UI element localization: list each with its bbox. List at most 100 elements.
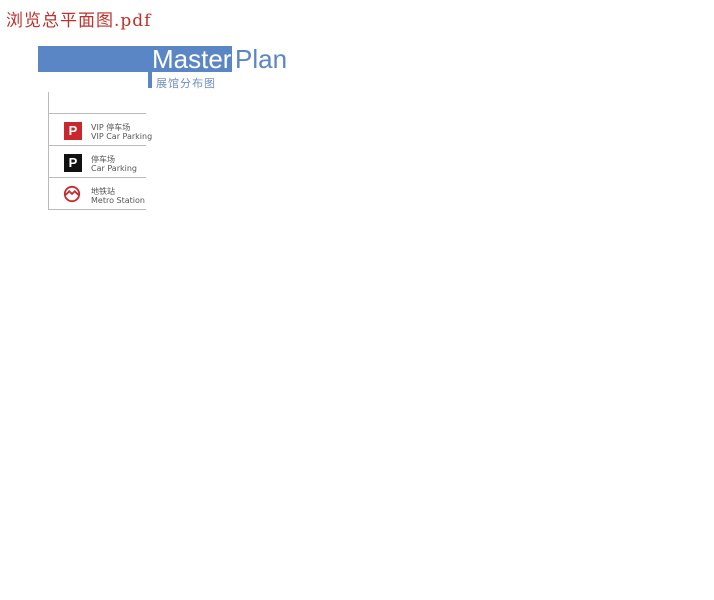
road-label-ying-hua: 樱花路 Ying Hua Road [176,401,224,408]
loading-bay-label: 16号卸货区 [496,327,520,351]
gate-arrow-icon [278,483,284,493]
hall-n2[interactable] [397,195,429,269]
file-title: 浏览总平面图.pdf [6,11,152,31]
parking-areas [250,195,612,490]
hall-shape [473,331,535,393]
parking-label: P7 [593,223,601,229]
compass: 北 N 南 S [673,107,699,161]
gate-number: 5 [417,160,423,171]
gate-box [247,394,267,410]
fountain [561,197,587,223]
hall-label: W1 [309,438,327,449]
entrance-label-zh: 入口厅 [315,264,326,269]
gate-box [335,156,355,172]
metro-icon [197,558,207,568]
parking-label: P6 [258,268,266,274]
gate-number: 4 [337,160,343,171]
road-label-to-nanpu: 至南浦大桥/To Nanpu Bridge [212,547,273,554]
loading-bay-en: LOADING BAY [442,430,459,447]
road-label-luo-shan: 罗山路/Luo Shan Road [629,222,636,271]
hall-n4[interactable] [469,195,501,269]
gate-number: 1 [260,484,266,495]
hall-w1[interactable] [287,427,351,457]
parking-label: P5 [262,358,270,364]
hall-label: E3 [442,406,460,424]
loading-bay-en: LOADING BAY [545,326,562,343]
metro-station-label: 地铁7号线花木路站 Metro Line 7 Huamu Rd. Station [198,225,285,230]
hotel-label: 上海浦东嘉里大酒店 Kerry Hotel Pudong [256,190,322,195]
metro-icon [252,233,262,243]
loading-bay-label: 11号卸货区 [494,198,501,224]
hall-label: W5 [309,293,327,304]
gate-suffix: 号门 [253,288,261,293]
gate-number: 9 [534,460,540,471]
entrance-label-en: Entrance Hall [540,259,560,263]
legend: P VIP 停车场 VIP Car Parking P 停车场 Car Park… [48,92,152,210]
loading-bay-en: LOADING BAY [416,456,433,473]
loading-bay-en: LOADING BAY [423,232,427,253]
gate-box [488,156,508,172]
hall-w5[interactable] [287,282,351,312]
hall-n3[interactable] [433,195,465,269]
gate-number: 3 [245,284,251,295]
loading-bay-en: LOADING BAY [320,460,341,464]
loading-bay-label: 18号卸货区 [444,379,468,403]
hall-label: W3 [309,364,327,375]
loading-bay-label: 13号卸货区 [560,264,584,288]
hall-w4[interactable] [287,317,351,347]
plaza-circle [308,475,336,503]
road-label-can-hua: 杏花路 Can Hua Road [180,489,227,500]
loading-bay-label: 20号卸货区 [392,431,416,455]
vip-parking-icon [345,488,354,497]
road-dividers [347,185,599,192]
title-stub [148,72,152,88]
compass-north: 北 N [678,107,690,115]
entrance-shape [343,463,360,495]
roads [140,82,691,595]
gate-suffix: 号门 [498,164,506,169]
metro-line2-label: Line 2 LongYang Rd.Metro Station [198,582,274,588]
hall-w2[interactable] [287,391,351,421]
loading-bay-en: LOADING BAY [520,352,537,369]
loading-bay-en: LOADING BAY [320,387,341,391]
gate-box [548,156,568,172]
loading-bay-label: 15号卸货区 [521,301,545,325]
parking-label: P3 [484,456,492,462]
hall-n1[interactable] [361,195,393,269]
hall-n5[interactable] [505,195,537,269]
hall-label: N2 [405,228,420,239]
hall-label: N4 [477,228,492,239]
parking-marker [257,266,267,274]
loading-bay-en: LOADING BAY [468,404,485,421]
entrance-number: 2 [315,252,323,265]
gate-number: 8 [602,380,608,391]
hall-w3[interactable] [287,353,351,383]
loading-bay-en: LOADING BAY [351,232,355,253]
parking-marker [592,221,602,229]
road-label-fang-dian: 芳甸路 Fang Dian Road [246,421,262,472]
road-label-long-yang: 龙阳路/Long Yang Road [378,506,428,532]
gate-arrow-icon [492,172,504,178]
gate-suffix: 号门 [301,550,309,555]
